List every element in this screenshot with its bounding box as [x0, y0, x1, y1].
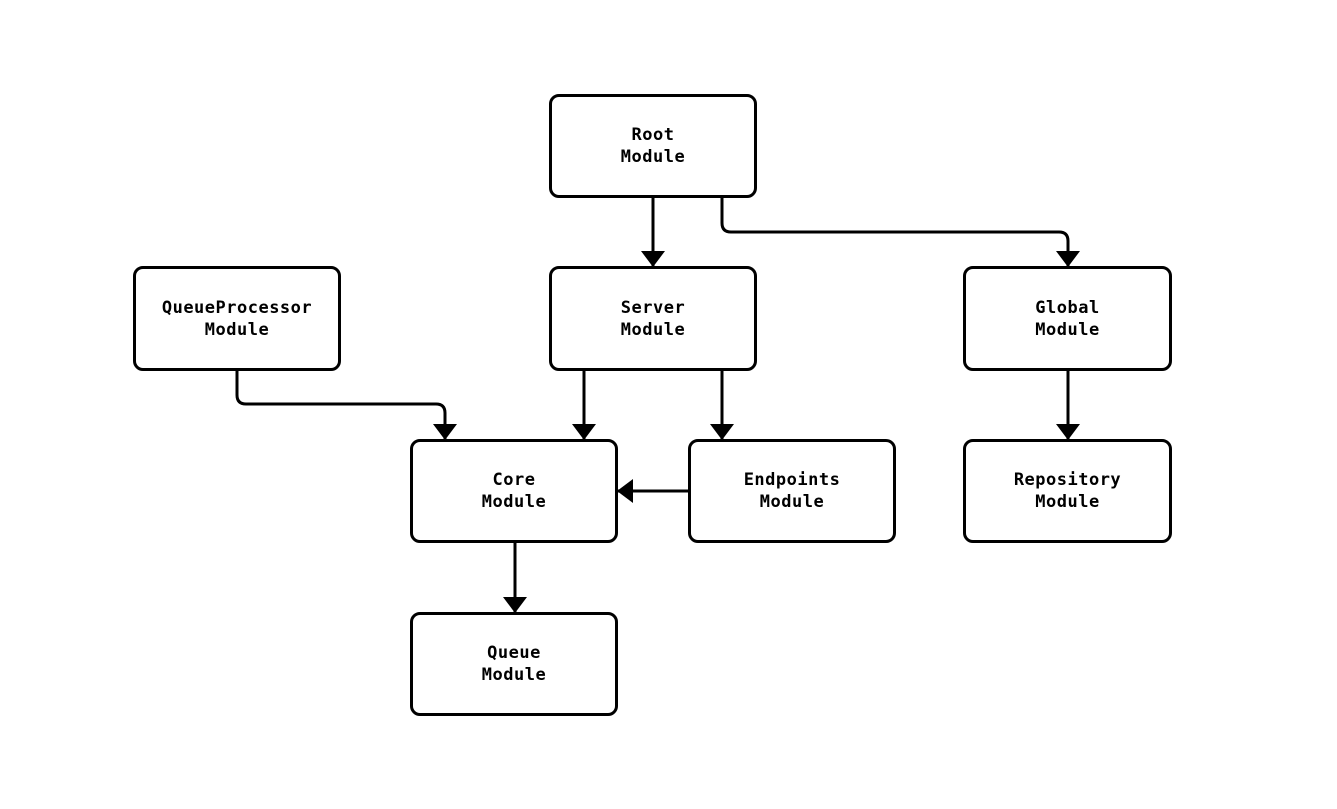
node-queueprocessor-module: QueueProcessor Module [133, 266, 341, 371]
node-endpoints-module: Endpoints Module [688, 439, 896, 543]
node-queue-module: Queue Module [410, 612, 618, 716]
node-label-queueprocessor: QueueProcessor Module [161, 297, 313, 340]
edge-root-to-global [720, 198, 1080, 267]
node-global-module: Global Module [963, 266, 1172, 371]
node-label-queue: Queue Module [481, 643, 547, 685]
node-repository-module: Repository Module [963, 439, 1172, 543]
node-label-repository: Repository Module [1013, 470, 1122, 512]
node-label-core: Core Module [481, 470, 547, 512]
edge-queueprocessor-to-core [235, 371, 457, 440]
node-server-module: Server Module [549, 266, 757, 371]
node-label-server: Server Module [620, 297, 686, 340]
node-core-module: Core Module [410, 439, 618, 543]
node-label-endpoints: Endpoints Module [743, 470, 841, 512]
node-label-root: Root Module [620, 125, 686, 167]
node-label-global: Global Module [1035, 297, 1100, 340]
node-root-module: Root Module [549, 94, 757, 198]
